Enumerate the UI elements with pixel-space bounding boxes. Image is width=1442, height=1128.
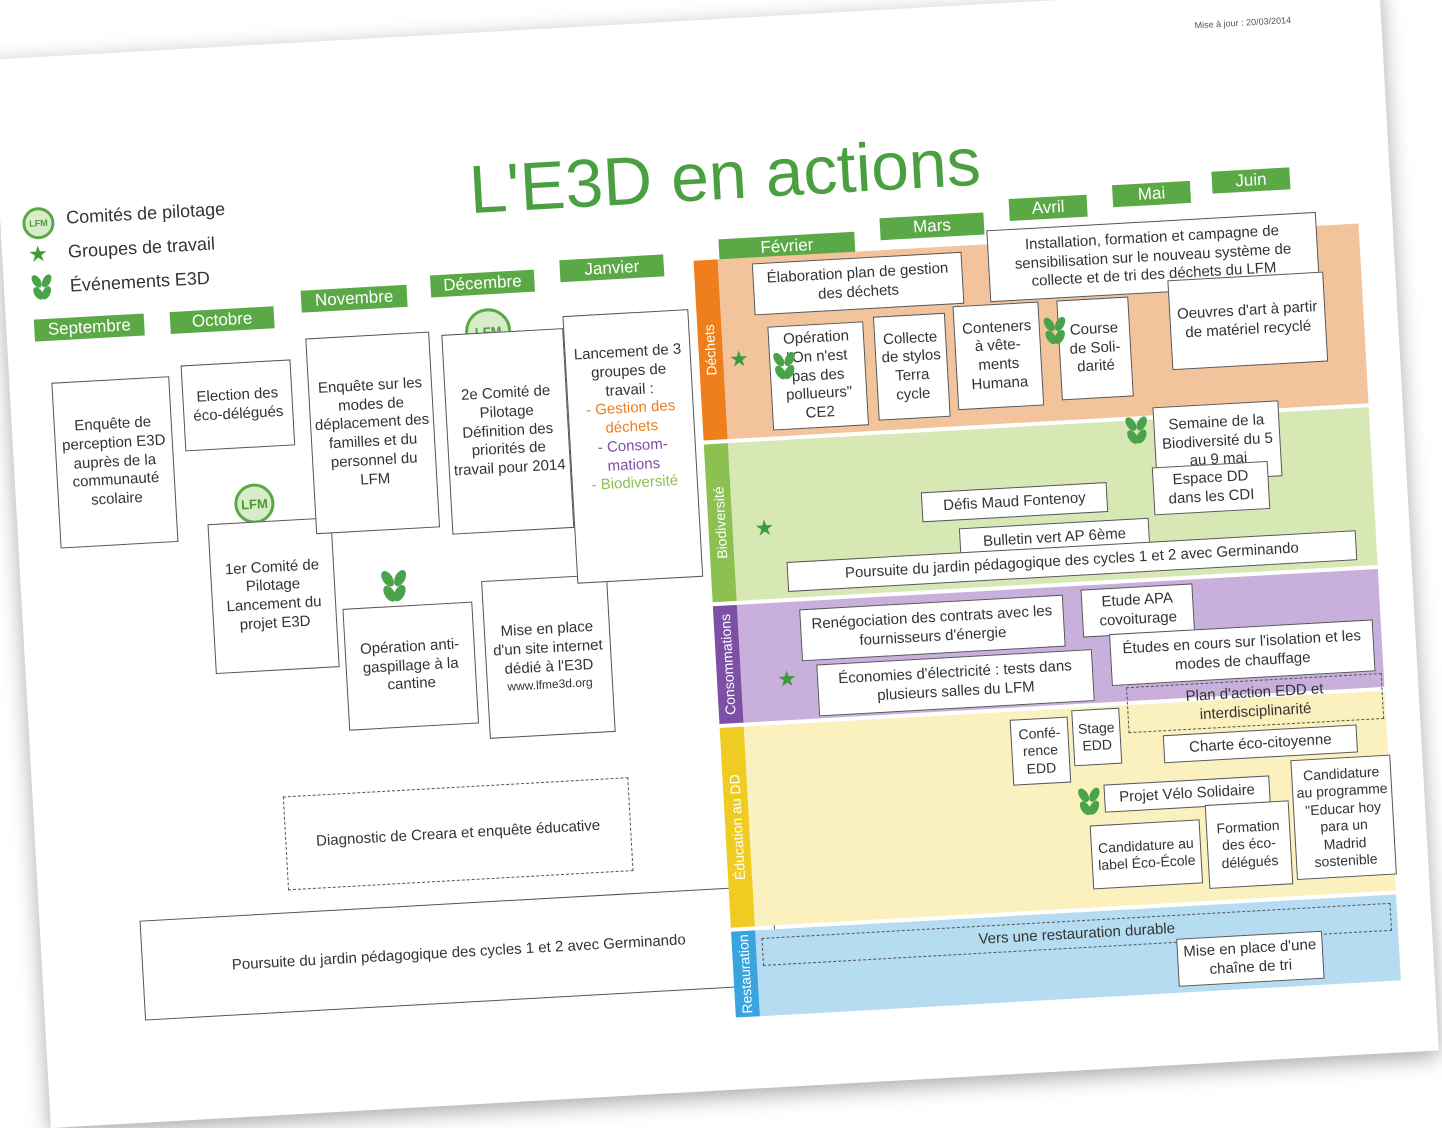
- enquete-perception-box: Enquête de perception E3D auprès de la c…: [51, 376, 179, 549]
- month-juin: Juin: [1211, 167, 1291, 194]
- leaf-icon: [31, 274, 52, 300]
- leaf-icon: [1125, 416, 1147, 444]
- update-date: Mise à jour : 20/03/2014: [1194, 15, 1292, 31]
- stage-edd-box: Stage EDD: [1071, 707, 1123, 767]
- month-mai: Mai: [1111, 180, 1192, 208]
- enquete-deplacement-box: Enquête sur les modes de déplacement des…: [305, 331, 441, 535]
- month-septembre: Septembre: [33, 313, 145, 342]
- lancement-groupes-box: Lancement de 3 groupes de travail : - Ge…: [562, 309, 704, 584]
- collecte-stylos-box: Collecte de stylos Terra cycle: [872, 312, 951, 421]
- legend-evenements: Événements E3D: [69, 267, 211, 296]
- legend-groupes: Groupes de travail: [67, 233, 216, 262]
- month-novembre: Novembre: [300, 284, 408, 313]
- star-icon: ★: [776, 665, 798, 692]
- star-icon: ★: [753, 514, 775, 541]
- operation-antigaspillage-box: Opération anti-gaspillage à la cantine: [342, 601, 480, 731]
- page-title: L'E3D en actions: [467, 123, 983, 229]
- lfm-logo-icon: LFM: [21, 206, 56, 241]
- star-icon: ★: [27, 240, 49, 267]
- election-box: Election des éco-délégués: [180, 359, 296, 452]
- conteners-box: Conteners à vête-ments Humana: [952, 301, 1045, 411]
- candidature-educar-box: Candidature au programme "Educar hoy par…: [1290, 754, 1397, 881]
- comite1-box: 1er Comité de Pilotage Lancement du proj…: [207, 517, 340, 675]
- groupe-biodiversite: - Biodiversité: [591, 472, 679, 495]
- month-decembre: Décembre: [429, 269, 536, 298]
- lancement-title: Lancement de 3 groupes de travail :: [573, 340, 682, 400]
- leaf-icon: [381, 569, 407, 602]
- leaf-icon: [1043, 316, 1066, 345]
- legend-comites: Comités de pilotage: [65, 198, 226, 228]
- leaf-icon: [773, 351, 795, 380]
- jardin-left-box: Poursuite du jardin pédagogique des cycl…: [139, 885, 779, 1021]
- oeuvres-box: Oeuvres d'art à partir de matériel recyc…: [1167, 271, 1329, 371]
- site-internet-box: Mise en place d'un site internet dédié à…: [481, 574, 616, 739]
- month-mars: Mars: [879, 212, 985, 241]
- site-internet-text: Mise en place d'un site internet dédié à…: [492, 618, 604, 678]
- month-janvier: Janvier: [559, 254, 665, 283]
- chaine-tri-box: Mise en place d'une chaîne de tri: [1176, 930, 1325, 987]
- candidature-label-box: Candidature au label Éco-École: [1089, 819, 1204, 890]
- diagnostic-box: Diagnostic de Creara et enquête éducativ…: [282, 777, 634, 891]
- lfm-logo-icon: LFM: [233, 482, 276, 525]
- comite2-box: 2e Comité de Pilotage Définition des pri…: [441, 328, 575, 535]
- month-avril: Avril: [1008, 194, 1088, 222]
- month-octobre: Octobre: [169, 306, 275, 335]
- star-icon: ★: [728, 345, 750, 372]
- conference-box: Confé-rence EDD: [1009, 716, 1072, 786]
- espace-dd-box: Espace DD dans les CDI: [1151, 461, 1271, 516]
- leaf-icon: [1078, 787, 1100, 815]
- formation-box: Formation des éco-délégués: [1204, 800, 1294, 889]
- theme-label-restauration: Restauration: [731, 930, 760, 1018]
